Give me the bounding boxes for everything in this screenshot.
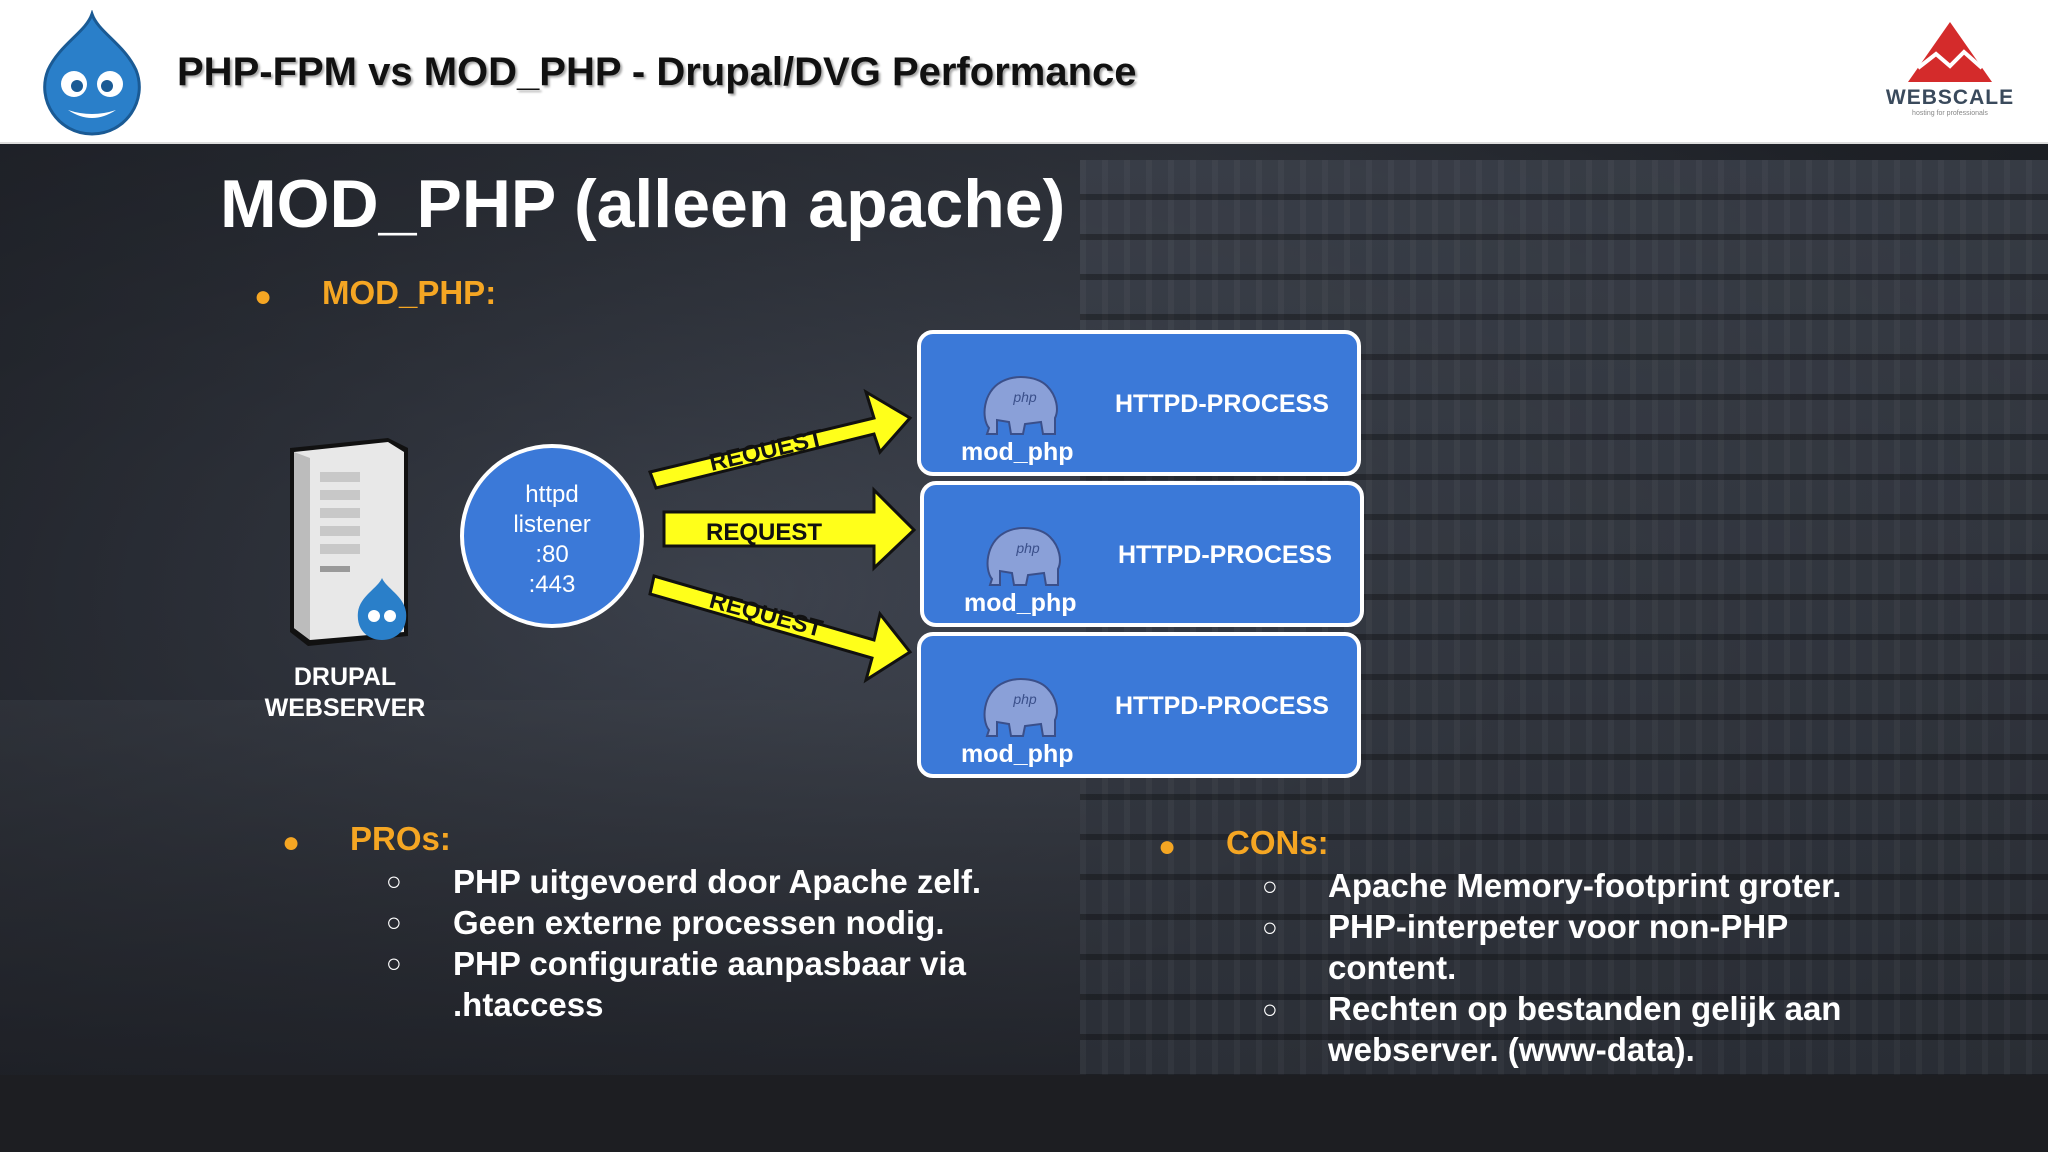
bullet-glyph: ● (254, 280, 273, 313)
listener-line-2: listener (513, 511, 591, 538)
cons-bullet-glyph: ● (1158, 830, 1177, 863)
pros-sub-glyph: ○ (386, 948, 402, 978)
listener-line-1: httpd (525, 481, 579, 508)
listener-line-3: :80 (535, 541, 569, 568)
pros-heading: PROs: (350, 820, 451, 857)
process-label: HTTPD-PROCESS (1115, 390, 1329, 418)
header-bar: PHP-FPM vs MOD_PHP - Drupal/DVG Performa… (0, 0, 2048, 144)
process-label: HTTPD-PROCESS (1115, 692, 1329, 720)
cons-sub-glyph: ○ (1262, 871, 1278, 901)
httpd-process-box: php HTTPD-PROCESS mod_php (920, 481, 1364, 627)
process-module: mod_php (964, 589, 1077, 617)
process-module: mod_php (961, 740, 1074, 768)
cons-item: webserver. (www-data). (1328, 1031, 1695, 1068)
php-elephant-icon: php (983, 678, 1058, 737)
request-arrow-top: REQUEST (648, 388, 913, 490)
pros-item: PHP configuratie aanpasbaar via (453, 945, 966, 982)
process-module: mod_php (961, 438, 1074, 466)
listener-line-4: :443 (528, 571, 576, 598)
pros-sub-glyph: ○ (386, 907, 402, 937)
process-label: HTTPD-PROCESS (1118, 541, 1332, 569)
slide-background (0, 0, 2048, 1075)
server-label-line2: WEBSERVER (264, 694, 426, 722)
pros-item: PHP uitgevoerd door Apache zelf. (453, 863, 982, 900)
php-elephant-icon: php (986, 527, 1061, 586)
cons-sub-glyph: ○ (1262, 994, 1278, 1024)
svg-text:php: php (1012, 691, 1037, 707)
header-title: PHP-FPM vs MOD_PHP - Drupal/DVG Performa… (177, 50, 1137, 94)
background-floor (0, 700, 1100, 1075)
webscale-logo: WEBSCALE hosting for professionals (1880, 18, 2020, 128)
request-label-middle: REQUEST (706, 519, 822, 546)
server-label-line1: DRUPAL (293, 663, 397, 691)
httpd-process-box: php HTTPD-PROCESS mod_php (917, 632, 1361, 778)
webscale-brand-name: WEBSCALE (1885, 86, 2015, 109)
cons-item: Apache Memory-footprint groter. (1328, 867, 1842, 904)
svg-text:php: php (1015, 540, 1040, 556)
mod-php-heading: MOD_PHP: (322, 274, 497, 311)
cons-sub-glyph: ○ (1262, 912, 1278, 942)
cons-item: PHP-interpeter voor non-PHP (1328, 908, 1789, 945)
slide-title: MOD_PHP (alleen apache) (220, 166, 1066, 242)
request-arrow-middle: REQUEST (662, 486, 917, 572)
httpd-listener-node: httpd listener :80 :443 (460, 444, 644, 628)
pros-bullet-glyph: ● (282, 826, 301, 859)
cons-item: content. (1328, 949, 1457, 986)
cons-heading: CONs: (1226, 824, 1329, 861)
svg-text:php: php (1012, 389, 1037, 405)
bottom-bar (0, 1075, 2048, 1152)
webscale-mountain-icon (1908, 22, 1992, 82)
pros-sub-glyph: ○ (386, 866, 402, 896)
drupal-logo-icon (43, 10, 141, 136)
webscale-tagline: hosting for professionals (1912, 110, 1988, 117)
php-elephant-icon: php (983, 376, 1058, 435)
request-label-bottom: REQUEST (706, 587, 825, 643)
cons-item: Rechten op bestanden gelijk aan (1328, 990, 1842, 1027)
request-arrows: REQUEST REQUEST REQUEST (648, 388, 917, 684)
pros-item: Geen externe processen nodig. (453, 904, 945, 941)
server-icon (290, 438, 408, 646)
httpd-process-box: php HTTPD-PROCESS mod_php (917, 330, 1361, 476)
request-arrow-bottom: REQUEST (648, 574, 913, 684)
request-label-top: REQUEST (707, 424, 826, 476)
cons-list: Apache Memory-footprint groter. PHP-inte… (1328, 865, 1841, 1070)
pros-item: .htaccess (453, 986, 604, 1023)
pros-list: PHP uitgevoerd door Apache zelf. Geen ex… (453, 861, 981, 1025)
server-label: DRUPAL WEBSERVER (240, 662, 450, 724)
